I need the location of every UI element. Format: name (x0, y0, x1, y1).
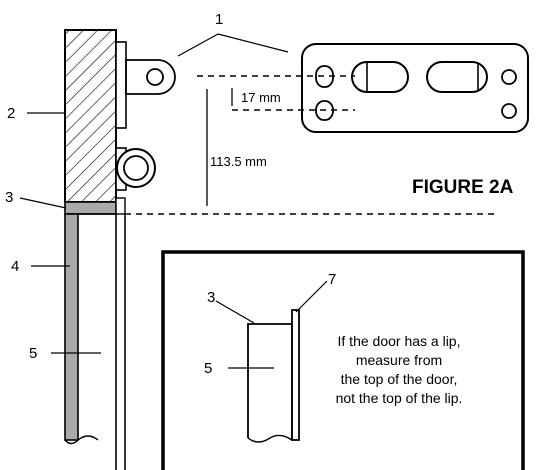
callout-1-leaders (177, 33, 289, 57)
dimension-17mm: 17 mm (241, 90, 281, 105)
inset-note: If the door has a lip, measure from the … (336, 333, 463, 406)
inset-callout-7-leader (295, 280, 328, 313)
inset-callout-3-leader (215, 300, 255, 324)
callout-4-label: 4 (11, 258, 19, 275)
inset-box (161, 250, 525, 470)
note-line-1: If the door has a lip, (338, 333, 461, 349)
inset-callout-7-label: 7 (328, 271, 336, 288)
hinge-upper-knuckle (125, 59, 176, 95)
hinge-mount-plate (115, 41, 127, 129)
mounting-plate-detail (301, 43, 529, 133)
door-panel (64, 213, 126, 470)
dashed-reference-lines (125, 75, 495, 215)
callout-3-leader (19, 197, 67, 209)
callout-1-label: 1 (215, 11, 223, 28)
inset-callout-5-label: 5 (204, 360, 212, 377)
inset-callout-3-label: 3 (207, 289, 215, 306)
callout-3-label: 3 (5, 189, 13, 206)
dimension-lines (206, 88, 233, 206)
note-line-3: the top of the door, (341, 371, 458, 387)
callout-5-label: 5 (29, 345, 37, 362)
note-line-4: not the top of the lip. (336, 390, 463, 406)
hinge-lower-roller (115, 147, 156, 191)
note-line-2: measure from (356, 352, 442, 368)
figure-title: FIGURE 2A (412, 177, 514, 198)
inset-door-section (247, 309, 300, 443)
dimension-113-5mm: 113.5 mm (210, 154, 267, 169)
callout-2-label: 2 (7, 105, 15, 122)
cabinet-side (64, 29, 117, 203)
